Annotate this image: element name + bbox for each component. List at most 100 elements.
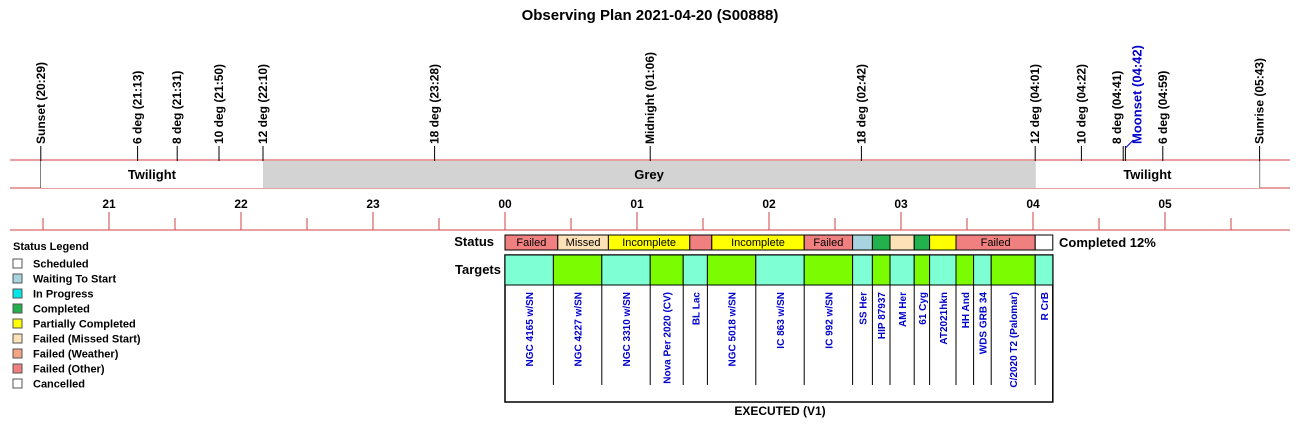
hour-label: 05: [1158, 197, 1172, 211]
legend-title: Status Legend: [13, 241, 89, 253]
legend-swatch: [12, 378, 23, 389]
legend-item: Failed (Missed Start): [33, 334, 141, 346]
target-block: [929, 254, 957, 286]
target-block: [706, 254, 757, 286]
target-name: AM Her: [898, 292, 909, 327]
band-label: Twilight: [1123, 167, 1172, 182]
target-name: SS Her: [859, 292, 870, 325]
legend-swatch: [12, 288, 23, 299]
hour-label: 21: [102, 197, 116, 211]
target-block: [649, 254, 684, 286]
chart-title: Observing Plan 2021-04-20 (S00888): [522, 7, 779, 24]
legend-item: Waiting To Start: [33, 274, 116, 286]
status-label: Failed: [981, 237, 1011, 249]
event-markers: Sunset (20:29)6 deg (21:13)8 deg (21:31)…: [34, 45, 1267, 188]
legend-swatch: [12, 318, 23, 329]
target-name: NGC 4227 w/SN: [574, 292, 585, 366]
event-label: Moonset (04:42): [1129, 45, 1144, 144]
target-name: 61 Cyg: [918, 292, 929, 325]
target-name: NGC 3310 w/SN: [622, 292, 633, 366]
target-block: [504, 254, 554, 286]
target-block: [852, 254, 873, 286]
band-grey: [263, 161, 1036, 188]
legend-swatch: [12, 348, 23, 359]
hour-label: 04: [1026, 197, 1040, 211]
target-name: HH And: [961, 292, 972, 328]
target-name: NGC 5018 w/SN: [728, 292, 739, 366]
hour-label: 00: [498, 197, 512, 211]
event-label: 8 deg (04:41): [1110, 71, 1124, 144]
target-block: [682, 254, 708, 286]
moonset-leader: [1125, 139, 1134, 149]
target-block: [990, 254, 1036, 286]
status-row-label: Status: [454, 234, 494, 249]
target-name: IC 863 w/SN: [776, 292, 787, 349]
legend-item: Partially Completed: [33, 319, 136, 331]
targets-row-label: Targets: [455, 262, 501, 277]
status-segment: [871, 234, 891, 251]
legend-item: Completed: [33, 304, 90, 316]
legend-swatch: [12, 258, 23, 269]
status-segment: [852, 234, 873, 251]
status-segment: [689, 234, 713, 251]
target-block: [955, 254, 975, 286]
status-row: Status Failed Missed Incomplete Incomplete Fa…: [454, 234, 1156, 251]
event-label: 18 deg (23:28): [428, 64, 442, 144]
event-label: 12 deg (04:01): [1028, 64, 1042, 144]
sky-bands: Twilight Grey Twilight: [40, 161, 1260, 188]
band-label: Grey: [634, 167, 664, 182]
event-label: 12 deg (22:10): [256, 64, 270, 144]
legend-swatch: [12, 273, 23, 284]
target-block: [871, 254, 891, 286]
event-label: 10 deg (04:22): [1074, 64, 1088, 144]
legend-swatch: [12, 333, 23, 344]
hour-label: 02: [762, 197, 776, 211]
event-label: 8 deg (21:31): [170, 71, 184, 144]
target-name: BL Lac: [691, 292, 702, 326]
event-label: 10 deg (21:50): [212, 64, 226, 144]
event-label: Sunset (20:29): [34, 62, 48, 144]
status-label: Incomplete: [622, 237, 676, 249]
band-twilight: [40, 161, 263, 188]
target-name: WDS GRB 34: [978, 292, 989, 355]
legend-swatch: [12, 363, 23, 374]
event-label: Midnight (01:06): [643, 52, 657, 144]
event-label: 6 deg (04:59): [1156, 71, 1170, 144]
status-segment: [1034, 234, 1054, 251]
status-segment: [889, 234, 915, 251]
hour-label: 01: [630, 197, 644, 211]
band-label: Twilight: [128, 167, 177, 182]
legend-item: Cancelled: [33, 379, 85, 391]
completed-percent: Completed 12%: [1059, 235, 1156, 250]
target-name: C/2020 T2 (Palomar): [1009, 292, 1020, 388]
status-segment: [929, 234, 957, 251]
event-label: Sunrise (05:43): [1253, 58, 1267, 144]
status-label: Failed: [813, 237, 843, 249]
target-name: NGC 4165 w/SN: [525, 292, 536, 366]
legend-item: Scheduled: [33, 259, 89, 271]
target-block: [755, 254, 805, 286]
legend-item: Failed (Other): [33, 364, 105, 376]
hour-label: 22: [234, 197, 248, 211]
legend-swatch: [12, 303, 23, 314]
legend-item: Failed (Weather): [33, 349, 119, 361]
status-label: Incomplete: [731, 237, 785, 249]
target-block: [552, 254, 603, 286]
target-name: IC 992 w/SN: [824, 292, 835, 349]
target-block: [1034, 254, 1054, 286]
status-label: Missed: [566, 237, 601, 249]
band-twilight: [1035, 161, 1260, 188]
target-name: Nova Per 2020 (CV): [663, 292, 674, 384]
target-name: R CrB: [1040, 292, 1051, 320]
hour-label: 03: [894, 197, 908, 211]
event-label: 18 deg (02:42): [854, 64, 868, 144]
legend-item: In Progress: [33, 289, 94, 301]
status-segment: [913, 234, 931, 251]
target-block: [913, 254, 931, 286]
hour-label: 23: [366, 197, 380, 211]
target-block: [803, 254, 854, 286]
target-name: AT2021hkn: [939, 292, 950, 345]
target-block: [889, 254, 915, 286]
